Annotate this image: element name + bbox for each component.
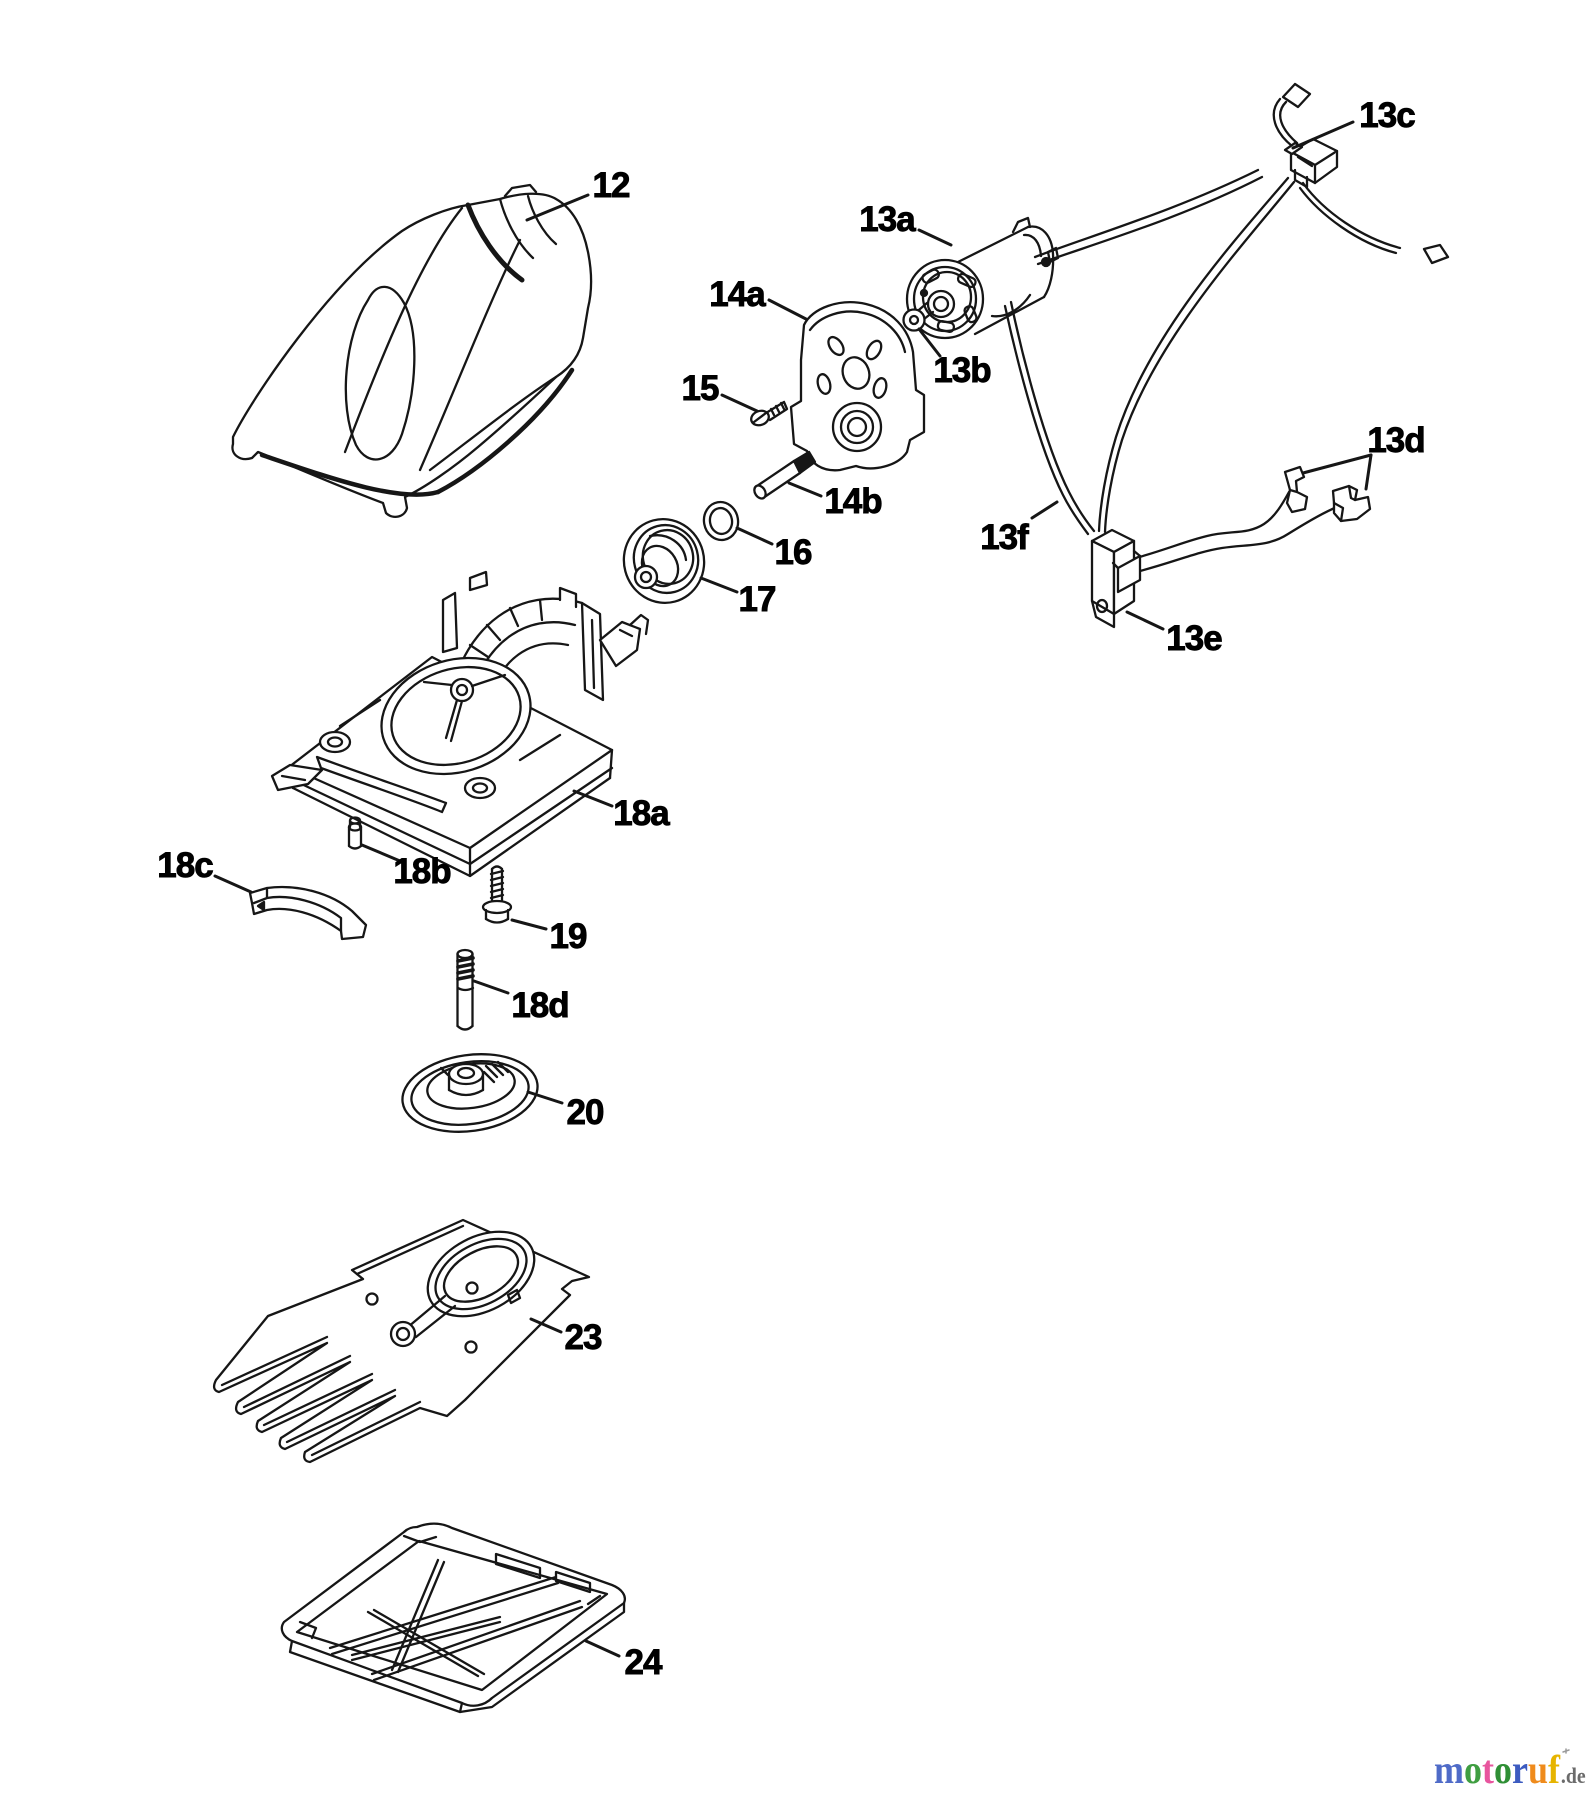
logo-letter: r: [1511, 1747, 1528, 1792]
cam-disc-drawing: [401, 1053, 539, 1133]
callout-13e: 13e: [1166, 619, 1223, 659]
callout-16: 16: [774, 533, 813, 573]
callout-13f: 13f: [980, 518, 1029, 558]
shaft-pin-drawing: [753, 450, 817, 500]
housing-cover-drawing: [231, 183, 593, 519]
logo-tm-mark: [1562, 1748, 1570, 1754]
screw-19-drawing: [481, 865, 513, 924]
callout-23: 23: [564, 1318, 603, 1358]
callout-20: 20: [566, 1093, 605, 1133]
logo-letter: m: [1434, 1747, 1464, 1792]
callout-13d: 13d: [1367, 421, 1426, 461]
leader-lines: [213, 120, 1373, 1658]
switch-drawing: [1090, 528, 1142, 629]
motoruf-logo: m o t o r u f .de: [1434, 1750, 1586, 1790]
callout-14b: 14b: [824, 482, 883, 522]
callout-17: 17: [738, 580, 777, 620]
logo-letter: o: [1493, 1747, 1512, 1792]
callout-13a: 13a: [859, 200, 916, 240]
callout-18b: 18b: [393, 852, 452, 892]
base-plate-drawing: [280, 1522, 626, 1714]
callout-12: 12: [592, 166, 631, 206]
logo-letter: t: [1481, 1747, 1494, 1792]
callout-14a: 14a: [709, 275, 766, 315]
gear-housing-drawing: [270, 570, 650, 878]
screw-15-drawing: [750, 400, 789, 427]
pin-18b-drawing: [347, 816, 363, 850]
callout-15: 15: [681, 369, 720, 409]
stud-18d-drawing: [456, 948, 475, 1031]
logo-letter: u: [1527, 1747, 1549, 1792]
callout-13b: 13b: [933, 351, 992, 391]
callout-13c: 13c: [1359, 96, 1416, 136]
motor-pinion-drawing: [902, 301, 935, 332]
callout-18a: 18a: [613, 794, 670, 834]
callout-18d: 18d: [511, 986, 570, 1026]
cable-clips-drawing: [1283, 465, 1372, 523]
callout-24: 24: [624, 1643, 663, 1683]
wiring-harness-drawing: [1003, 82, 1450, 574]
logo-letter: f: [1548, 1747, 1560, 1792]
logo-suffix: .de: [1560, 1763, 1586, 1788]
logo-letter: o: [1463, 1747, 1482, 1792]
blade-guard-drawing: [248, 885, 368, 941]
shear-blade-drawing: [212, 1218, 591, 1464]
bearing-cup-drawing: [622, 517, 706, 605]
gear-plate-drawing: [789, 301, 926, 472]
callout-18c: 18c: [157, 846, 214, 886]
connector-drawing: [1283, 137, 1339, 189]
callout-19: 19: [549, 917, 588, 957]
washer-drawing: [702, 500, 740, 542]
